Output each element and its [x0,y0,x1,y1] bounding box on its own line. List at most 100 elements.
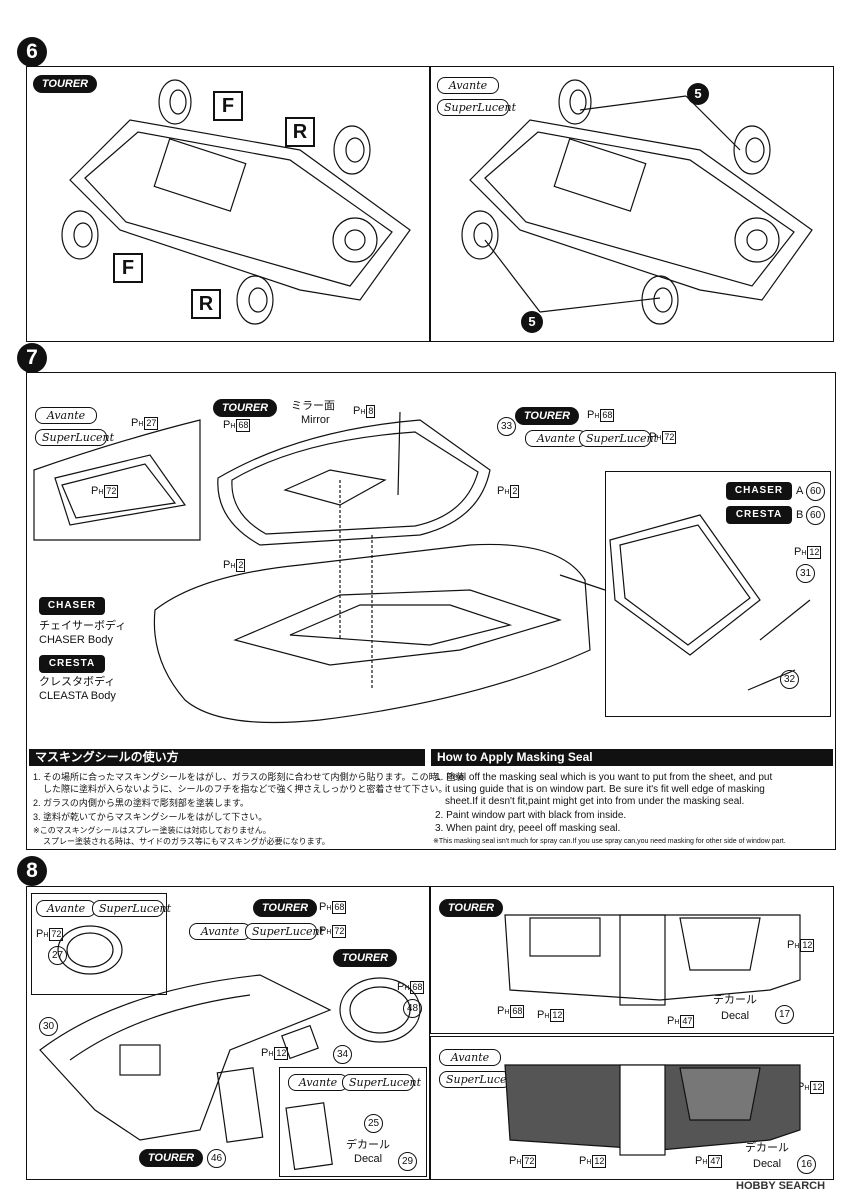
rear-window-drawing [609,514,811,691]
decal-label-en: Decal [354,1153,383,1165]
cresta-badge: CRESTA [39,655,105,673]
leader-lines [484,95,741,313]
step-6-number: 6 [17,37,47,67]
super-lucent-badge: SuperLucent [92,900,171,917]
tourer-badge: TOURER [439,899,503,917]
decal-label-en: Decal [721,1010,750,1022]
front-marker: F [113,253,143,283]
cresta-badge: CRESTA [726,506,792,524]
decal-label-jp: デカール [346,1139,390,1151]
dashboard-drawing [504,1064,801,1156]
part-17-callout: 17 [775,1005,794,1024]
console-drawing [216,1024,333,1171]
part-33-callout: 33 [497,417,516,436]
masking-step-1b-jp: した際に塗料が入らないように、シールのフチを指などで強く押さえしっかりと密着させ… [43,784,448,794]
super-lucent-badge: SuperLucent [342,1074,421,1091]
cresta-body-label-jp: クレスタボディ [39,676,116,688]
wheel-drawing [61,79,371,325]
window-glass-drawing [217,419,491,546]
avante-badge: Avante [35,407,97,424]
mirror-label-jp: ミラー面 [291,400,335,412]
car-body-drawing [153,411,591,724]
chaser-badge: CHASER [39,597,105,615]
mirror-label-en: Mirror [301,414,330,426]
front-marker: F [213,91,243,121]
masking-step-1c-en: sheet.If it desn't fit,paint might get i… [445,796,745,807]
masking-note-1-jp: ※このマスキングシールはスプレー塗装には対応しておりません。 [33,826,271,835]
avante-badge: Avante [525,430,587,447]
masking-title-en: How to Apply Masking Seal [431,749,833,766]
masking-note-2-jp: スプレー塗装される時は、サイドのガラス等にもマスキングが必要になります。 [43,837,330,846]
chaser-body-label-en: CHASER Body [39,634,113,646]
part-29-callout: 29 [398,1152,417,1171]
super-lucent-badge: SuperLucent [439,1071,518,1088]
part-60-callout: 60 [806,506,825,525]
part-5-callout: 5 [687,83,709,105]
step-8-number: 8 [17,856,47,886]
tourer-badge: TOURER [333,949,397,967]
chaser-body-label-jp: チェイサーボディ [39,620,127,632]
dashboard-drawing [504,914,801,1006]
step-7-number: 7 [17,343,47,373]
part-16-callout: 16 [797,1155,816,1174]
decal-label-en: Decal [753,1158,782,1170]
decal-label-jp: デカール [745,1142,789,1154]
super-lucent-badge: SuperLucent [579,430,658,447]
part-27-callout: 27 [48,946,67,965]
steering-wheel-drawing [57,925,421,1043]
watermark-text: HOBBY SEARCH [736,1180,826,1192]
part-5-callout: 5 [521,311,543,333]
chassis-drawing [69,119,411,301]
masking-step-3-en: 3. When paint dry, peeel off masking sea… [435,823,621,834]
part-48-callout: 48 [403,999,422,1018]
cresta-body-label-en: CLEASTA Body [39,690,116,702]
chassis-drawing [469,119,813,301]
masking-note-en: ※This masking seal isn't much for spray … [433,838,786,845]
chaser-window-variant: A [796,485,804,497]
cresta-window-variant: B [796,509,804,521]
masking-step-1-jp: 1. その場所に合ったマスキングシールをはがし、ガラスの彫刻に合わせて内側から貼… [33,772,465,782]
tourer-badge: TOURER [253,899,317,917]
super-lucent-badge: SuperLucent [245,923,324,940]
avante-badge: Avante [437,77,499,94]
wheel-drawing [461,79,771,325]
super-lucent-badge: SuperLucent [437,99,516,116]
window-inset-drawing [33,419,201,541]
part-30-callout: 30 [39,1017,58,1036]
part-34-callout: 34 [333,1045,352,1064]
masking-step-1-en: 1. Peel off the masking seal which is yo… [435,772,773,783]
part-25-callout: 25 [364,1114,383,1133]
masking-title-jp: マスキングシールの使い方 [29,749,425,766]
decal-label-jp: デカール [713,994,757,1006]
masking-step-2-en: 2. Paint window part with black from ins… [435,810,627,821]
tourer-badge: TOURER [515,407,579,425]
part-46-callout: 46 [207,1149,226,1168]
part-31-callout: 31 [796,564,815,583]
dashboard-drawing [39,974,332,1141]
rear-marker: R [191,289,221,319]
step-6-panel-avante: Avante SuperLucent 5 5 [430,66,834,342]
